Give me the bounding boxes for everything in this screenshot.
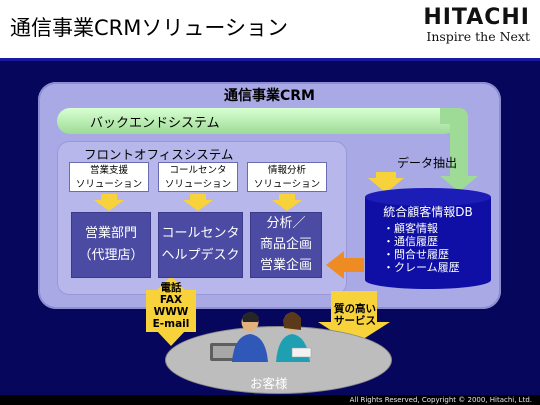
channel-item: E-mail <box>152 318 190 330</box>
quality-line: サービス <box>334 315 376 327</box>
department-line: コールセンタ <box>161 226 240 241</box>
analysis-planning-box: 分析／ 商品企画 営業企画 <box>250 212 322 278</box>
solution-line: ソリューション <box>253 179 321 190</box>
department-line: 営業企画 <box>259 258 312 273</box>
logo-brand: HITACHI <box>423 5 530 30</box>
channels-arrow-body <box>146 290 196 332</box>
solution-line: 営業支援 <box>89 165 128 176</box>
solution-line: コールセンタ <box>169 165 227 176</box>
solution-arrow <box>272 194 302 211</box>
channel-item: 電話 <box>160 282 182 294</box>
call-center-solution: コールセンタ ソリューション <box>158 162 238 192</box>
channel-item: WWW <box>153 306 189 318</box>
department-line: （代理店） <box>78 248 144 263</box>
backend-system-label: バックエンドシステム <box>90 116 220 131</box>
quality-service-text: 質の高い サービス <box>322 303 388 327</box>
database-items: ・顧客情報 ・通信履歴 ・問合せ履歴 ・クレーム履歴 <box>383 222 460 274</box>
front-office-label: フロントオフィスシステム <box>84 147 234 162</box>
page-title: 通信事業CRMソリューション <box>10 16 288 40</box>
customer-people-icon <box>210 311 312 362</box>
department-line: 営業部門 <box>84 226 137 241</box>
database-item: ・通信履歴 <box>383 235 438 248</box>
call-center-box: コールセンタ ヘルプデスク <box>158 212 243 278</box>
database-title: 統合顧客情報DB <box>383 205 473 219</box>
department-line: ヘルプデスク <box>161 248 240 263</box>
customer-label: お客様 <box>250 376 288 391</box>
department-line: 商品企画 <box>259 237 312 252</box>
header-rule <box>0 58 540 61</box>
channel-item: FAX <box>159 294 183 306</box>
data-extract-label: データ抽出 <box>396 156 457 170</box>
solution-line: 情報分析 <box>267 165 306 176</box>
hitachi-logo: HITACHI Inspire the Next <box>423 6 530 44</box>
info-analysis-solution: 情報分析 ソリューション <box>247 162 327 192</box>
quality-line: 質の高い <box>334 303 376 315</box>
backend-to-db-arrow <box>440 108 478 192</box>
db-to-analysis-arrow <box>326 251 364 279</box>
logo-tagline: Inspire the Next <box>426 29 530 44</box>
data-extract-arrow <box>368 172 404 193</box>
solution-line: ソリューション <box>164 179 232 190</box>
database-item: ・顧客情報 <box>383 222 438 235</box>
database-item: ・クレーム履歴 <box>383 261 460 274</box>
backend-system-bar <box>57 108 457 134</box>
crm-title: 通信事業CRM <box>224 88 315 104</box>
sales-support-solution: 営業支援 ソリューション <box>69 162 149 192</box>
database-top <box>365 188 491 206</box>
database-body <box>365 197 491 280</box>
department-line: 分析／ <box>266 216 306 231</box>
solution-arrow <box>183 194 213 211</box>
database-item: ・問合せ履歴 <box>383 248 449 261</box>
footer-strip <box>0 395 540 405</box>
copyright-text: All Rights Reserved, Copyright © 2000, H… <box>349 396 532 404</box>
solution-line: ソリューション <box>75 179 143 190</box>
sales-department-box: 営業部門 （代理店） <box>71 212 151 278</box>
solution-arrow <box>94 194 124 211</box>
channels-text: 電話 FAX WWW E-mail <box>146 282 196 330</box>
